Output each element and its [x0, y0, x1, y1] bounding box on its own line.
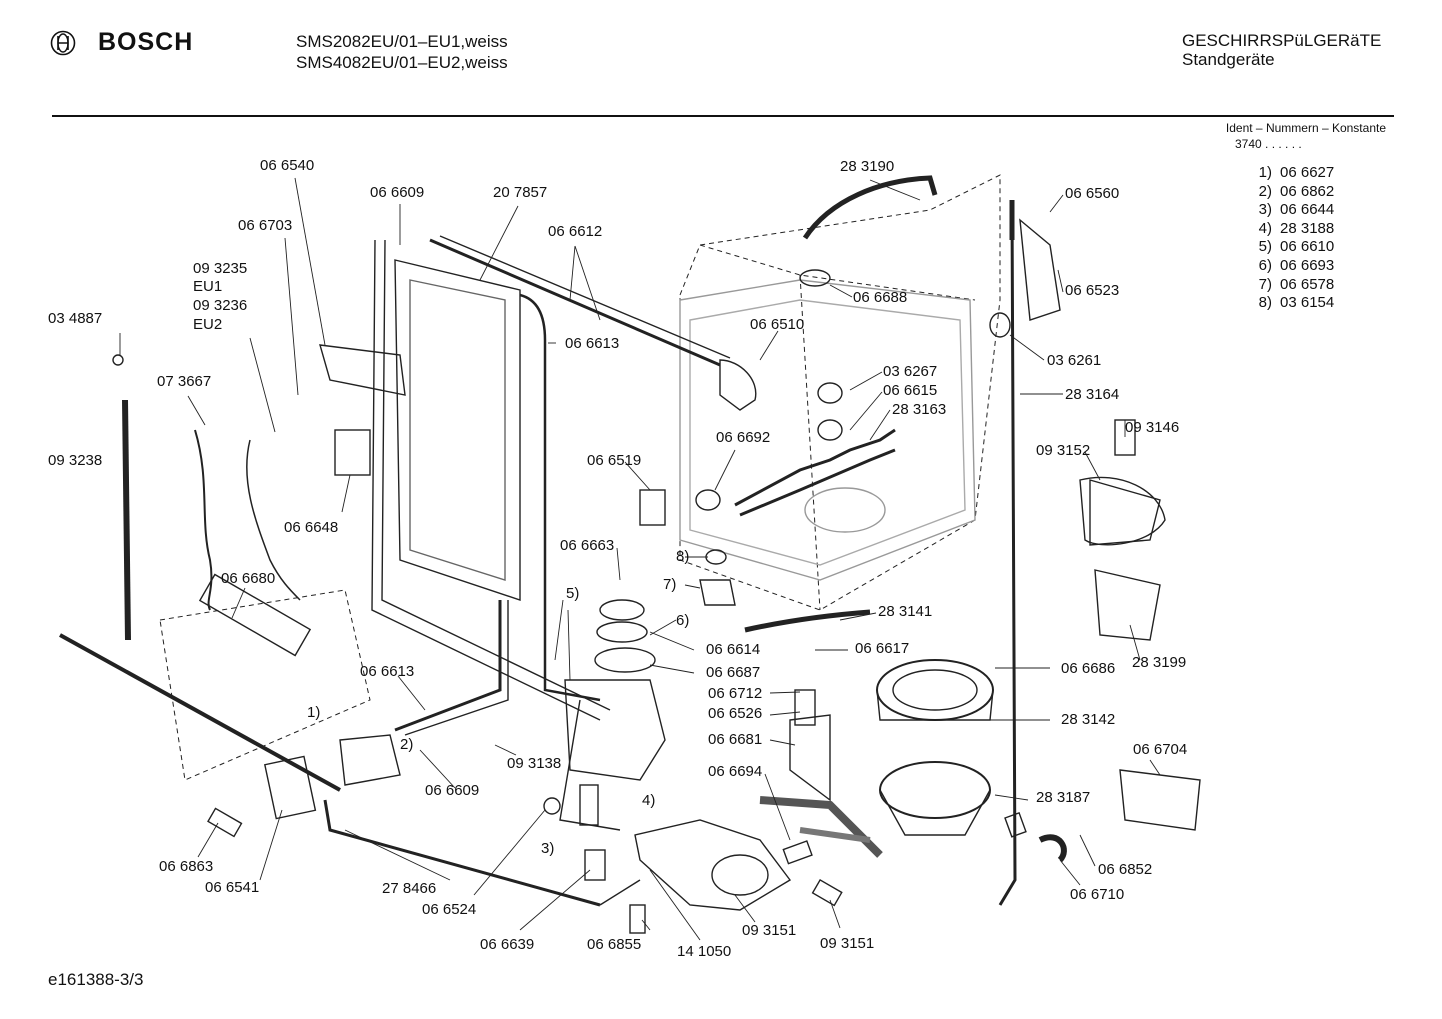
part-label: 06 6704 — [1133, 741, 1188, 758]
category-title: GESCHIRRSPüLGERäTE — [1182, 31, 1382, 50]
part-label: 06 6613 — [565, 335, 620, 352]
part-label: 28 3190 — [840, 158, 895, 175]
part-label: 06 6510 — [750, 316, 805, 333]
part-label: 06 6609 — [370, 184, 425, 201]
part-label: 09 3151 — [742, 922, 797, 939]
part-label: 4) — [642, 792, 656, 809]
part-label: 06 6617 — [855, 640, 910, 657]
part-label: 06 6523 — [1065, 282, 1120, 299]
part-label: 06 6688 — [853, 289, 908, 306]
part-label: 03 6267 — [883, 363, 938, 380]
part-label: 07 3667 — [157, 373, 212, 390]
part-label: 5) — [566, 585, 580, 602]
part-label: 06 6519 — [587, 452, 642, 469]
part-label: 09 3138 — [507, 755, 562, 772]
part-label: 7) — [663, 576, 677, 593]
part-label: 28 3199 — [1132, 654, 1187, 671]
part-label: 06 6524 — [422, 901, 477, 918]
part-label: 03 6261 — [1047, 352, 1102, 369]
part-label: 06 6541 — [205, 879, 260, 896]
part-label: 06 6687 — [706, 664, 761, 681]
part-label: 06 6526 — [708, 705, 763, 722]
part-label: 09 3236 — [193, 297, 248, 314]
legend-item: 6)06 6693 — [1258, 256, 1335, 274]
part-label: 8) — [676, 548, 690, 565]
part-label: 06 6694 — [708, 763, 763, 780]
part-label: 06 6613 — [360, 663, 415, 680]
document-id: e161388-3/3 — [48, 970, 144, 989]
part-label: 03 4887 — [48, 310, 103, 327]
part-label: EU2 — [193, 316, 223, 333]
part-label: 2) — [400, 736, 414, 753]
part-label: 06 6686 — [1061, 660, 1116, 677]
bosch-armature-icon — [50, 30, 76, 55]
part-label: 09 3146 — [1125, 419, 1180, 436]
part-label: 09 3238 — [48, 452, 103, 469]
part-label: 27 8466 — [382, 880, 437, 897]
part-label: 06 6663 — [560, 537, 615, 554]
part-label: 06 6681 — [708, 731, 763, 748]
legend-item: 5)06 6610 — [1258, 238, 1335, 256]
legend-item: 4)28 3188 — [1258, 219, 1335, 237]
part-label: 06 6540 — [260, 157, 315, 174]
model-line-2: SMS4082EU/01–EU2,weiss — [296, 53, 508, 72]
part-label: 28 3164 — [1065, 386, 1120, 403]
part-label: EU1 — [193, 278, 223, 295]
legend: 1)06 6627 2)06 6862 3)06 6644 4)28 3188 … — [1250, 164, 1335, 313]
part-label: 28 3141 — [878, 603, 933, 620]
legend-item: 3)06 6644 — [1258, 201, 1335, 219]
part-label: 14 1050 — [677, 943, 732, 960]
part-label: 06 6710 — [1070, 886, 1125, 903]
header-rule — [52, 115, 1394, 117]
part-label: 06 6680 — [221, 570, 276, 587]
part-label: 06 6863 — [159, 858, 214, 875]
part-label: 09 3152 — [1036, 442, 1091, 459]
part-label: 28 3187 — [1036, 789, 1091, 806]
brand-logo: BOSCH — [50, 28, 193, 57]
ident-title: Ident – Nummern – Konstante — [1225, 121, 1386, 135]
part-label: 06 6692 — [716, 429, 771, 446]
ident-constant: 3740 . . . . . . — [1235, 137, 1302, 151]
part-label: 06 6614 — [706, 641, 761, 658]
part-label: 09 3151 — [820, 935, 875, 952]
part-label: 1) — [307, 704, 321, 721]
part-label: 06 6712 — [708, 685, 763, 702]
part-label: 06 6639 — [480, 936, 535, 953]
part-label: 09 3235 — [193, 260, 248, 277]
legend-item: 7)06 6578 — [1258, 275, 1335, 293]
part-label: 06 6703 — [238, 217, 293, 234]
legend-item: 2)06 6862 — [1258, 182, 1335, 200]
part-label: 06 6855 — [587, 936, 642, 953]
model-line-1: SMS2082EU/01–EU1,weiss — [296, 32, 508, 51]
part-label: 06 6560 — [1065, 185, 1120, 202]
part-label: 6) — [676, 612, 690, 629]
legend-item: 8)03 6154 — [1258, 294, 1335, 312]
part-label: 06 6852 — [1098, 861, 1153, 878]
part-label: 06 6612 — [548, 223, 603, 240]
part-label: 28 3142 — [1061, 711, 1116, 728]
part-label: 06 6615 — [883, 382, 938, 399]
brand-name: BOSCH — [98, 28, 194, 56]
part-label: 3) — [541, 840, 555, 857]
part-label: 06 6609 — [425, 782, 480, 799]
part-label: 28 3163 — [892, 401, 947, 418]
part-label: 20 7857 — [493, 184, 548, 201]
legend-item: 1)06 6627 — [1258, 164, 1335, 181]
part-label: 06 6648 — [284, 519, 339, 536]
category-subtitle: Standgeräte — [1182, 50, 1275, 69]
